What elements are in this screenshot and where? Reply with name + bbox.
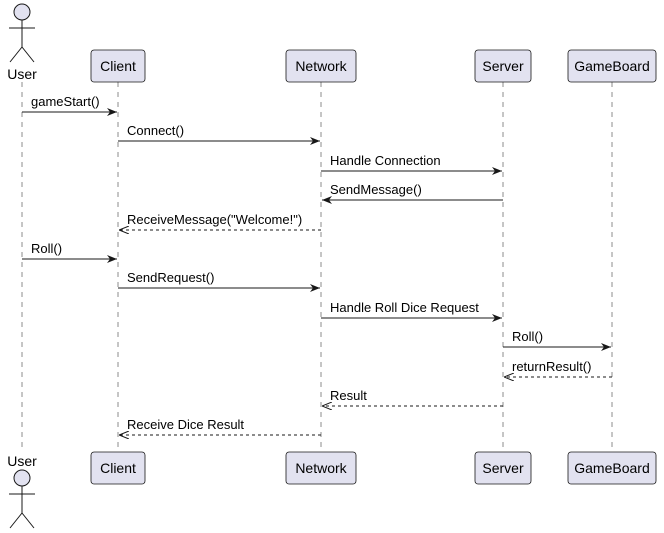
message-label: Handle Roll Dice Request xyxy=(330,300,479,315)
participant-box xyxy=(567,49,657,83)
participant-box xyxy=(474,49,532,83)
message-label: SendRequest() xyxy=(127,270,214,285)
participant-label: Client xyxy=(100,460,136,476)
message-label: Handle Connection xyxy=(330,153,441,168)
participant-heads: User Client Network Server GameBoard xyxy=(7,3,657,83)
participant-label: Network xyxy=(295,460,347,476)
participant-feet: User Client Network Server GameBoard xyxy=(7,451,657,529)
lifelines xyxy=(21,82,613,452)
message-11: Result xyxy=(322,388,503,406)
actor-leg-icon xyxy=(9,512,23,529)
participant-client-bottom: Client xyxy=(90,451,146,485)
message-label: Result xyxy=(330,388,367,403)
actor-label: User xyxy=(7,453,37,469)
participant-gameboard-top: GameBoard xyxy=(567,49,657,83)
actor-leg-icon xyxy=(9,46,23,63)
participant-box xyxy=(474,451,532,485)
message-2: Connect() xyxy=(118,123,320,145)
message-8: Handle Roll Dice Request xyxy=(321,300,502,322)
message-4: SendMessage() xyxy=(322,182,503,204)
message-12: Receive Dice Result xyxy=(119,417,321,435)
message-1: gameStart() xyxy=(22,94,117,116)
participant-box xyxy=(285,451,357,485)
participant-label: GameBoard xyxy=(574,58,649,74)
actor-top: User xyxy=(7,3,37,82)
participant-label: GameBoard xyxy=(574,460,649,476)
message-6: Roll() xyxy=(22,241,117,263)
message-10: returnResult() xyxy=(504,359,612,377)
participant-label: Server xyxy=(482,58,524,74)
participant-client-top: Client xyxy=(90,49,146,83)
participant-server-top: Server xyxy=(474,49,532,83)
message-3: Handle Connection xyxy=(321,153,502,175)
message-7: SendRequest() xyxy=(118,270,320,292)
message-label: Roll() xyxy=(512,329,543,344)
message-label: returnResult() xyxy=(512,359,591,374)
actor-label: User xyxy=(7,66,37,82)
actor-bottom: User xyxy=(7,453,37,529)
message-5: ReceiveMessage("Welcome!") xyxy=(119,212,321,230)
participant-server-bottom: Server xyxy=(474,451,532,485)
actor-leg-icon xyxy=(21,46,35,63)
message-label: Receive Dice Result xyxy=(127,417,244,432)
participant-label: Client xyxy=(100,58,136,74)
message-label: gameStart() xyxy=(31,94,100,109)
message-label: Roll() xyxy=(31,241,62,256)
actor-head-icon xyxy=(13,469,31,487)
participant-box xyxy=(285,49,357,83)
messages: gameStart() Connect() Handle ConnectionSen… xyxy=(22,94,612,435)
participant-label: Network xyxy=(295,58,347,74)
message-label: ReceiveMessage("Welcome!") xyxy=(127,212,302,227)
participant-network-top: Network xyxy=(285,49,357,83)
participant-box xyxy=(567,451,657,485)
participant-gameboard-bottom: GameBoard xyxy=(567,451,657,485)
participant-label: Server xyxy=(482,460,524,476)
participant-network-bottom: Network xyxy=(285,451,357,485)
message-label: SendMessage() xyxy=(330,182,422,197)
message-label: Connect() xyxy=(127,123,184,138)
actor-leg-icon xyxy=(21,512,35,529)
actor-head-icon xyxy=(13,3,31,21)
participant-box xyxy=(90,451,146,485)
message-9: Roll() xyxy=(503,329,611,351)
participant-box xyxy=(90,49,146,83)
